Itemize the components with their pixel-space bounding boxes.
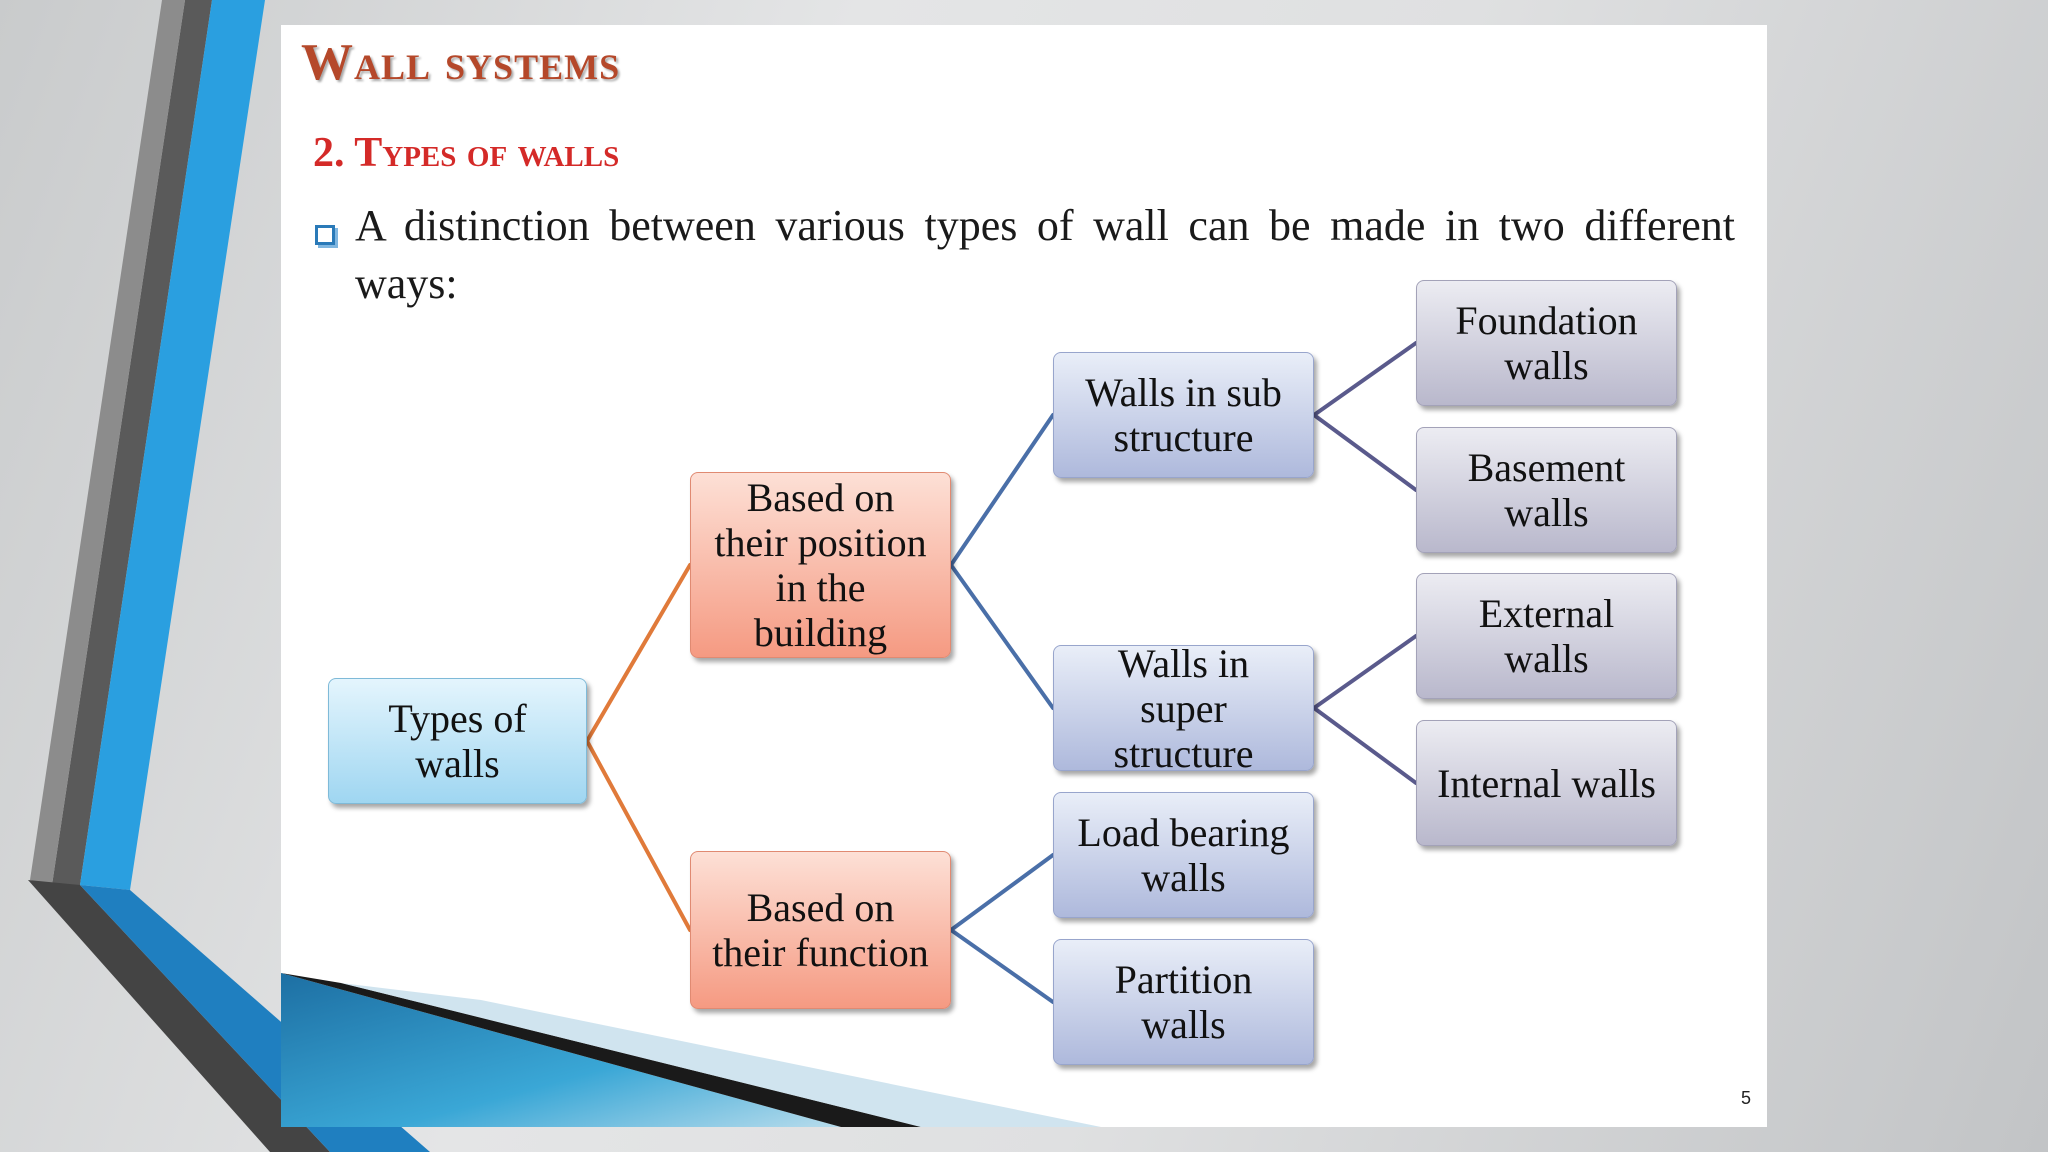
connector-super-external: [1312, 634, 1418, 710]
connector-super-internal: [1312, 706, 1418, 785]
bullet-item: A distinction between various types of w…: [315, 197, 1735, 313]
square-bullet-icon: [315, 225, 335, 245]
connector-root-position: [585, 563, 692, 743]
diagram-connectors: [585, 341, 1418, 1004]
section-subtitle: 2. Types of walls: [313, 130, 620, 176]
connector-sub-basement: [1312, 413, 1418, 492]
connector-root-function: [585, 739, 692, 932]
connector-sub-foundation: [1312, 341, 1418, 417]
connector-position-sub: [949, 413, 1055, 567]
connector-function-partition: [949, 928, 1055, 1004]
page-number: 5: [1740, 1088, 1751, 1108]
slide-corner-decoration: [281, 973, 1101, 1127]
slide: Wall systems 2. Types of walls A distinc…: [281, 25, 1767, 1127]
connector-function-load: [949, 853, 1055, 932]
bullet-text: A distinction between various types of w…: [355, 201, 1735, 308]
slide-title: Wall systems: [301, 34, 621, 91]
connector-position-super: [949, 563, 1055, 710]
node-internal-walls: Internal walls: [1416, 720, 1677, 846]
